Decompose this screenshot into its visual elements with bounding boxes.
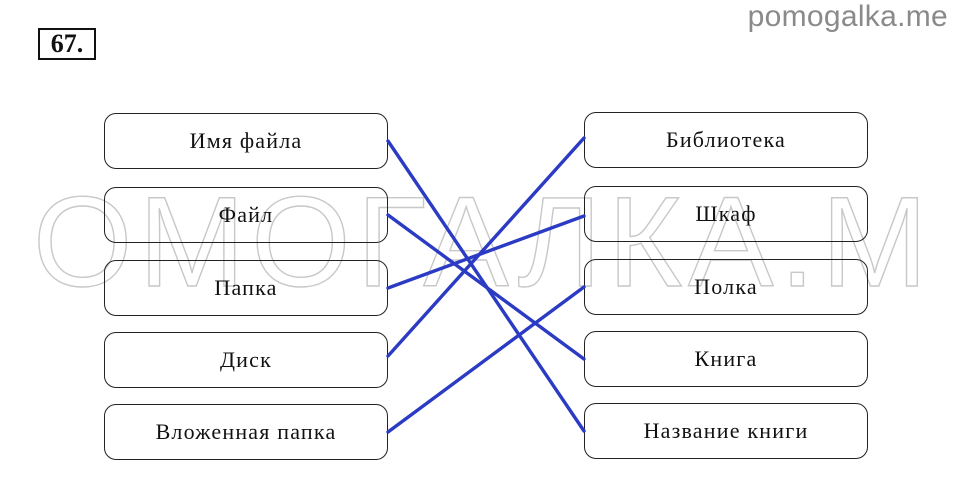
match-line-folder-to-cabinet [386, 214, 586, 290]
match-line-disk-to-library [386, 136, 586, 358]
left-item-folder: Папка [104, 260, 388, 316]
left-item-nested-folder: Вложенная папка [104, 404, 388, 460]
exercise-number: 67. [38, 28, 96, 60]
match-line-file-name-to-book-title [386, 139, 586, 433]
match-line-file-to-book [386, 213, 586, 361]
left-item-disk: Диск [104, 332, 388, 388]
left-item-file: Файл [104, 187, 388, 243]
left-item-file-name: Имя файла [104, 113, 388, 169]
site-watermark-label: pomogalka.me [747, 0, 948, 33]
right-item-shelf: Полка [584, 259, 868, 315]
right-item-cabinet: Шкаф [584, 186, 868, 242]
right-item-library: Библиотека [584, 112, 868, 168]
right-item-book-title: Название книги [584, 403, 868, 459]
right-item-book: Книга [584, 331, 868, 387]
match-line-nested-folder-to-shelf [386, 285, 586, 434]
